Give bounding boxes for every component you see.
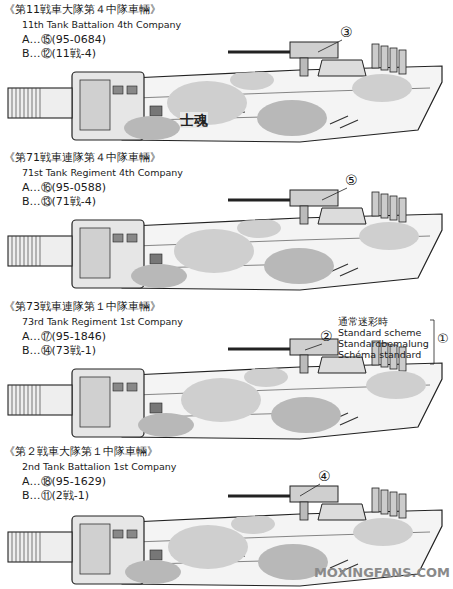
decal-number: 71st Tank Regiment 4th Company	[22, 168, 183, 179]
callout-number: ④	[318, 468, 331, 484]
callout-number: ②	[320, 328, 333, 344]
turret-drawing	[8, 190, 442, 290]
leader-line	[300, 484, 320, 496]
turret-marking: 士魂	[180, 112, 208, 128]
bracket	[430, 320, 434, 364]
scheme-note: Schéma standard	[338, 350, 421, 361]
leader-line	[318, 40, 342, 52]
decal-number: B…⑪(2戦-1)	[22, 490, 89, 503]
turret-drawing	[8, 42, 442, 142]
turret-drawing	[8, 339, 442, 439]
decal-number: 2nd Tank Battalion 1st Company	[22, 462, 176, 473]
callout-number: ③	[340, 24, 353, 40]
scheme-note: Standardbemalung	[338, 339, 429, 350]
scheme-note: Standard scheme	[338, 328, 421, 339]
decal-number: A…⑱(95-1629)	[22, 476, 106, 489]
callout-number: ①	[437, 332, 449, 347]
scheme-note: 通常迷彩時	[338, 316, 388, 328]
leader-line	[305, 344, 322, 350]
camouflage	[124, 70, 412, 140]
decal-number: B…⑬(71戦-4)	[22, 196, 96, 209]
decal-number: A…⑰(95-1846)	[22, 331, 106, 344]
section-heading: 《第11戦車大隊第４中隊車輛》	[4, 4, 161, 17]
section-subtitle: 《第２戦車大隊第１中隊車輛》	[4, 446, 158, 459]
camouflage	[131, 218, 419, 288]
section-subtitle: 《第71戦車連隊第４中隊車輛》	[4, 152, 161, 165]
decal-number: B…⑫(11戦-4)	[22, 48, 96, 61]
section-subtitle: 《第73戦車連隊第１中隊車輛》	[4, 301, 161, 314]
camouflage	[138, 367, 426, 437]
decal-number: A…⑯(95-0588)	[22, 182, 106, 195]
decal-number: B…⑭(73戦-1)	[22, 345, 96, 358]
leader-line	[322, 188, 347, 200]
section-subtitle: 11th Tank Battalion 4th Company	[22, 20, 181, 31]
callout-number: ⑤	[345, 172, 358, 188]
decal-number: 73rd Tank Regiment 1st Company	[22, 317, 183, 328]
watermark: MOXINGFANS.COM	[314, 566, 450, 581]
decal-number: A…⑮(95-0684)	[22, 34, 106, 47]
